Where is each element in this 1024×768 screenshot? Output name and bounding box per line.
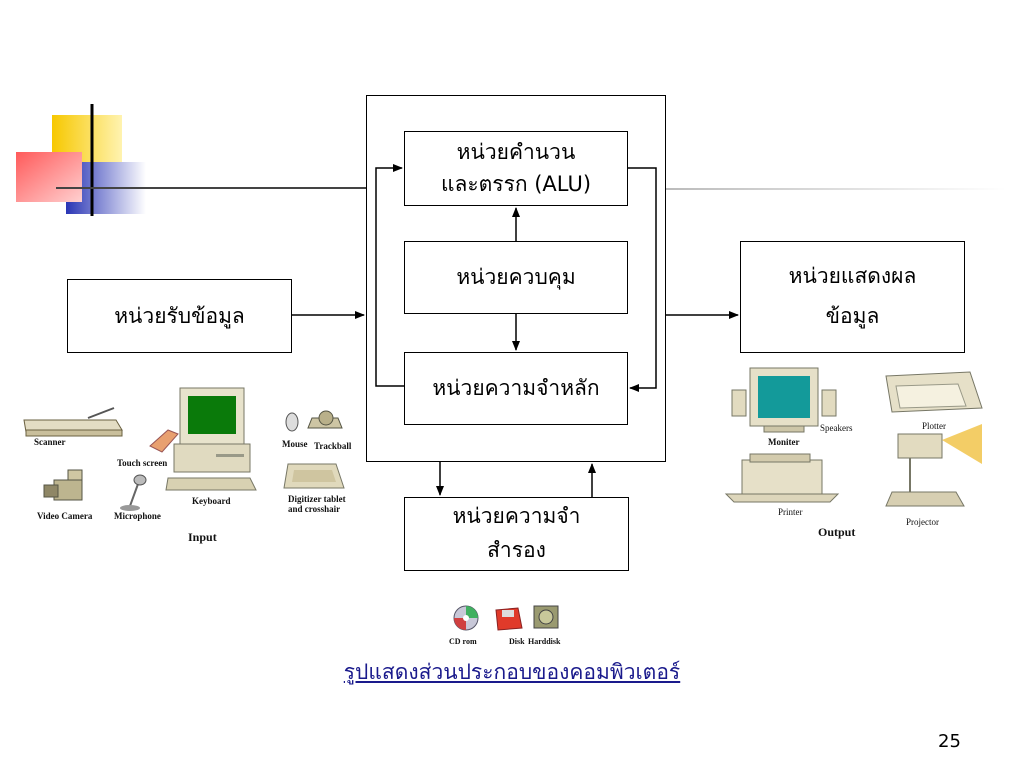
secondary-storage-box: หน่วยความจำ สำรอง [404, 497, 629, 571]
harddisk-label: Harddisk [528, 637, 561, 646]
projector-label: Projector [906, 517, 939, 527]
projector-icon [885, 424, 982, 507]
digitizer-label-line2: and crosshair [288, 504, 341, 514]
cd-rom-label: CD rom [449, 637, 477, 646]
main-memory-box: หน่วยความจำหลัก [404, 352, 628, 425]
cpu-container [366, 95, 666, 462]
scanner-label: Scanner [34, 437, 66, 447]
input-unit-box: หน่วยรับข้อมูล [67, 279, 292, 353]
alu-label-line2: และตรรก (ALU) [440, 171, 592, 196]
computer-icon [165, 387, 257, 491]
output-group-label: Output [818, 525, 856, 539]
touch-screen-label: Touch screen [117, 458, 168, 468]
secondary-storage-label-line2: สำรอง [487, 538, 546, 562]
trackball-label: Trackball [314, 441, 352, 451]
printer-label: Printer [778, 507, 803, 517]
disk-icon [495, 607, 523, 631]
plotter-label: Plotter [922, 421, 946, 431]
output-unit-box: หน่วยแสดงผล ข้อมูล [740, 241, 965, 353]
keyboard-label: Keyboard [192, 496, 231, 506]
plotter-icon [885, 371, 983, 413]
cd-rom-icon [453, 605, 479, 631]
disk-label: Disk [509, 637, 525, 646]
arrow-memory-to-alu [375, 164, 404, 387]
control-unit-label: หน่วยควบคุม [456, 265, 576, 290]
microphone-label: Microphone [114, 511, 161, 521]
speaker-left-icon [731, 389, 747, 417]
output-unit-label-line1: หน่วยแสดงผล [788, 264, 917, 289]
figure-caption: รูปแสดงส่วนประกอบของคอมพิวเตอร์ [343, 660, 681, 684]
control-unit-box: หน่วยควบคุม [404, 241, 628, 314]
video-camera-label: Video Camera [37, 511, 93, 521]
digitizer-icon [283, 463, 345, 489]
scanner-icon [23, 407, 123, 437]
arrow-alu-to-memory [628, 167, 657, 392]
input-group-label: Input [188, 530, 217, 544]
mouse-icon [285, 412, 299, 432]
input-unit-label: หน่วยรับข้อมูล [114, 303, 245, 328]
alu-box: หน่วยคำนวน และตรรก (ALU) [404, 131, 628, 206]
output-unit-label-line2: ข้อมูล [825, 304, 880, 328]
speaker-right-icon [821, 389, 837, 417]
storage-media-illustration [453, 605, 559, 631]
mouse-label: Mouse [282, 439, 308, 449]
header-rule-right [666, 188, 1006, 190]
monitor-icon [749, 367, 819, 433]
printer-icon [724, 453, 840, 503]
microphone-icon [120, 474, 147, 511]
alu-label-line1: หน่วยคำนวน [456, 140, 576, 164]
main-memory-label: หน่วยความจำหลัก [432, 376, 600, 401]
digitizer-label-line1: Digitizer tablet [288, 494, 346, 504]
touch-hand-icon [149, 429, 179, 453]
speakers-label: Speakers [820, 423, 853, 433]
monitor-label: Moniter [768, 437, 800, 447]
video-camera-icon [43, 469, 83, 501]
trackball-icon [307, 410, 343, 429]
secondary-storage-label-line1: หน่วยความจำ [452, 504, 581, 529]
page-number: 25 [938, 731, 961, 752]
header-rule [56, 187, 366, 189]
output-devices-illustration [724, 367, 983, 507]
input-devices-illustration [23, 387, 345, 511]
harddisk-icon [533, 605, 559, 629]
